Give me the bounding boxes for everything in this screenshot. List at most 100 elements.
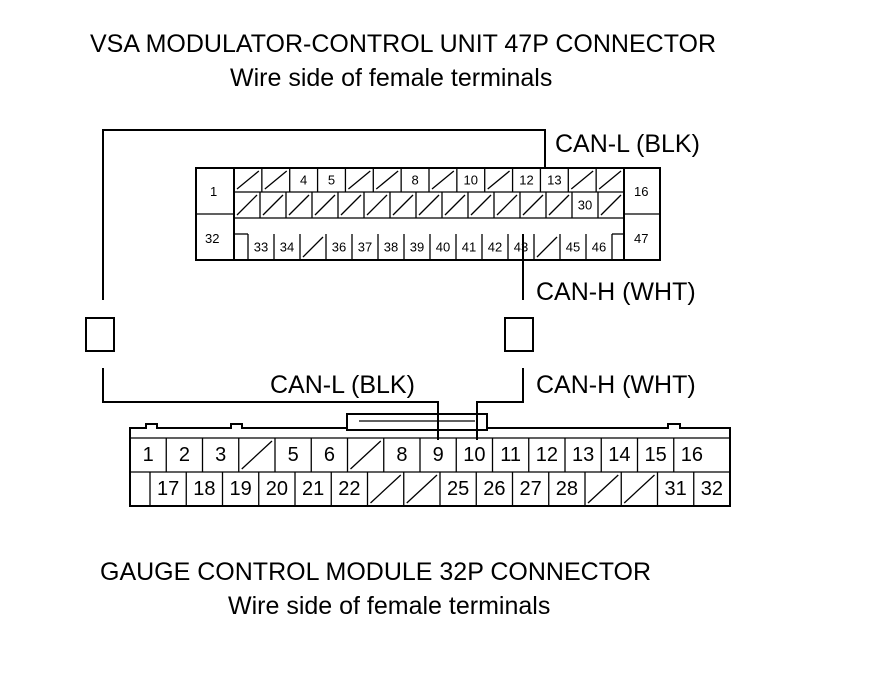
pin-number: 4 — [300, 173, 307, 188]
pin-number: 20 — [266, 478, 288, 500]
pin-number: 41 — [462, 240, 476, 255]
pin-number: 28 — [556, 478, 578, 500]
pin-number: 13 — [547, 173, 561, 188]
unused-pin-slash — [366, 194, 388, 216]
pin-number: 13 — [572, 444, 594, 466]
pin-number: 36 — [332, 240, 346, 255]
junction-connector-can-l — [85, 317, 115, 352]
pin-number: 22 — [338, 478, 360, 500]
unused-pin-slash — [444, 194, 466, 216]
pin-number: 2 — [179, 444, 190, 466]
vsa-pin-row-3: 33 34 36 37 38 39 40 41 42 43 45 46 — [254, 234, 606, 260]
vsa-side-pin: 32 — [205, 231, 219, 246]
unused-pin-slash — [406, 474, 438, 504]
pin-number: 12 — [536, 444, 558, 466]
pin-number: 5 — [328, 173, 335, 188]
pin-number: 1 — [143, 444, 154, 466]
vsa-can-l-label: CAN-L (BLK) — [555, 130, 700, 158]
junction-connector-can-h — [504, 317, 534, 352]
pin-number: 16 — [681, 444, 703, 466]
pin-number: 19 — [230, 478, 252, 500]
unused-pin-slash — [522, 194, 544, 216]
unused-pin-slash — [288, 194, 310, 216]
vsa-side-pin: 47 — [634, 231, 648, 246]
pin-number: 8 — [396, 444, 407, 466]
gauge-connector-outline — [129, 423, 731, 507]
pin-number: 39 — [410, 240, 424, 255]
pin-number: 12 — [519, 173, 533, 188]
vsa-side-pin: 16 — [634, 184, 648, 199]
pin-number: 27 — [520, 478, 542, 500]
unused-pin-slash — [264, 170, 288, 190]
unused-pin-slash — [375, 170, 399, 190]
pin-number: 46 — [592, 240, 606, 255]
pin-number: 37 — [358, 240, 372, 255]
gauge-can-h-label: CAN-H (WHT) — [536, 371, 696, 399]
pin-number: 26 — [483, 478, 505, 500]
pin-number: 17 — [157, 478, 179, 500]
pin-number: 21 — [302, 478, 324, 500]
unused-pin-slash — [262, 194, 284, 216]
connector-lock-tab — [346, 413, 488, 430]
unused-pin-slash — [241, 440, 273, 470]
pin-number: 5 — [288, 444, 299, 466]
pin-number: 8 — [411, 173, 418, 188]
unused-pin-slash — [392, 194, 414, 216]
pin-number: 33 — [254, 240, 268, 255]
pin-number: 10 — [464, 173, 478, 188]
can-h-wire-lower — [476, 368, 524, 440]
unused-pin-slash — [623, 474, 655, 504]
pin-number: 30 — [578, 198, 592, 213]
pin-number: 45 — [566, 240, 580, 255]
pin-number: 6 — [324, 444, 335, 466]
vsa-pin-row-2: 30 — [236, 192, 622, 218]
unused-pin-slash — [236, 194, 258, 216]
unused-pin-slash — [348, 170, 371, 190]
vsa-can-h-label: CAN-H (WHT) — [536, 278, 696, 306]
pin-number: 38 — [384, 240, 398, 255]
unused-pin-slash — [487, 170, 510, 190]
unused-pin-slash — [314, 194, 336, 216]
unused-pin-slash — [496, 194, 518, 216]
unused-pin-slash — [350, 440, 382, 470]
vsa-side-pin: 1 — [210, 184, 217, 199]
unused-pin-slash — [470, 194, 492, 216]
pin-number: 9 — [433, 444, 444, 466]
upper-wiring: CAN-L (BLK) CAN-H (WHT) — [102, 129, 700, 306]
unused-pin-slash — [548, 194, 570, 216]
unused-pin-slash — [236, 170, 260, 190]
pin-number: 11 — [500, 444, 521, 466]
unused-pin-slash — [600, 194, 622, 216]
pin-number: 25 — [447, 478, 469, 500]
vsa-pin-row-1: 4 5 8 10 12 13 — [236, 168, 622, 192]
gauge-connector-subtitle: Wire side of female terminals — [228, 592, 550, 620]
pin-number: 31 — [665, 478, 687, 500]
unused-pin-slash — [370, 474, 402, 504]
gauge-can-l-label: CAN-L (BLK) — [270, 371, 415, 399]
pin-number: 43 — [514, 240, 528, 255]
unused-pin-slash — [570, 170, 594, 190]
unused-pin-slash — [302, 236, 324, 258]
pin-number: 34 — [280, 240, 294, 255]
unused-pin-slash — [340, 194, 362, 216]
pin-number: 15 — [645, 444, 667, 466]
pin-number: 3 — [215, 444, 226, 466]
unused-pin-slash — [536, 236, 558, 258]
pin-number: 18 — [193, 478, 215, 500]
pin-number: 10 — [463, 444, 485, 466]
unused-pin-slash — [431, 170, 455, 190]
unused-pin-slash — [587, 474, 619, 504]
pin-number: 40 — [436, 240, 450, 255]
vsa-connector-title: VSA MODULATOR-CONTROL UNIT 47P CONNECTOR — [90, 30, 716, 58]
gauge-connector-title: GAUGE CONTROL MODULE 32P CONNECTOR — [100, 558, 651, 586]
unused-pin-slash — [418, 194, 440, 216]
vsa-connector-subtitle: Wire side of female terminals — [230, 64, 552, 92]
can-l-wire-upper — [102, 129, 546, 300]
pin-number: 14 — [608, 444, 630, 466]
pin-number: 42 — [488, 240, 502, 255]
